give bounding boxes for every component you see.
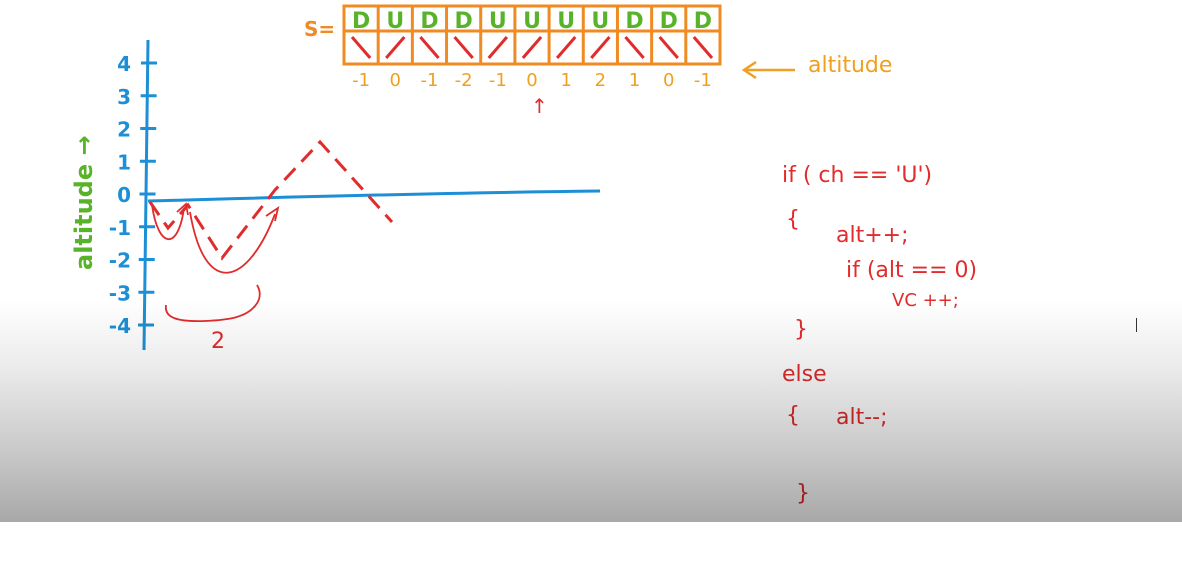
- y-tick-label: -3: [109, 281, 131, 305]
- code-line: if (alt == 0): [846, 258, 977, 283]
- altitude-value: -1: [420, 70, 438, 91]
- slope-mark: [453, 36, 474, 59]
- code-line: VC ++;: [892, 290, 959, 311]
- graph-ylabel: altitude →: [70, 135, 98, 270]
- step-letter: D: [455, 9, 473, 34]
- slope-mark: [350, 36, 372, 59]
- step-letter: U: [523, 9, 541, 34]
- y-tick-label: -2: [109, 249, 131, 273]
- slope-mark: [692, 36, 714, 59]
- index-pointer: ↑: [531, 94, 548, 118]
- step-letter: D: [420, 9, 438, 34]
- valley-arrows: [151, 202, 280, 274]
- slope-mark: [590, 36, 611, 59]
- code-line: }: [794, 317, 808, 342]
- graph-axes: [138, 39, 601, 351]
- slope-mark: [658, 36, 679, 59]
- altitude-value: -1: [352, 70, 370, 91]
- code-block: if ( ch == 'U') { alt++; if (alt == 0) V…: [782, 163, 977, 506]
- slope-mark: [385, 36, 406, 59]
- code-line: }: [796, 481, 810, 506]
- y-tick-label: 3: [117, 85, 131, 109]
- step-letter: D: [352, 9, 370, 34]
- altitude-value: -2: [455, 70, 473, 91]
- step-letter: D: [694, 9, 712, 34]
- y-tick-label: 0: [117, 183, 131, 207]
- slope-mark: [624, 36, 645, 59]
- y-tick-label: 1: [117, 150, 131, 174]
- altitude-annotation: altitude: [808, 53, 892, 78]
- step-letter: U: [489, 9, 507, 34]
- step-array: [342, 4, 722, 66]
- y-tick-label: 4: [117, 52, 131, 76]
- altitude-value: -1: [489, 70, 507, 91]
- altitude-value: 0: [390, 70, 401, 91]
- step-letter: U: [386, 9, 404, 34]
- step-letter: U: [591, 9, 609, 34]
- altitude-value: -1: [694, 70, 712, 91]
- code-line: else: [782, 362, 827, 387]
- code-line: if ( ch == 'U'): [782, 163, 932, 188]
- code-line: {: [786, 403, 800, 428]
- slope-mark: [555, 36, 577, 59]
- altitude-value: 1: [560, 70, 571, 91]
- step-letter: U: [557, 9, 575, 34]
- text-cursor: [1136, 318, 1137, 332]
- altitude-value: 2: [595, 70, 606, 91]
- code-line: alt--;: [836, 405, 888, 430]
- y-tick-label: -1: [109, 216, 131, 240]
- altitude-value: 0: [526, 70, 537, 91]
- valley-brace: [165, 284, 261, 323]
- altitude-value: 1: [629, 70, 640, 91]
- array-border: [342, 4, 722, 66]
- slope-mark: [487, 36, 509, 59]
- code-line: {: [786, 207, 800, 232]
- slope-mark: [419, 36, 440, 59]
- slope-mark: [521, 36, 543, 59]
- valley-count: 2: [211, 329, 225, 354]
- x-axis: [147, 189, 601, 203]
- y-tick-label: -4: [109, 314, 131, 338]
- step-letter: D: [625, 9, 643, 34]
- altitude-arrow: [741, 60, 795, 80]
- altitude-value: 0: [663, 70, 674, 91]
- page-background: [0, 522, 1182, 576]
- altitude-path: [148, 139, 394, 261]
- y-tick-label: 2: [117, 118, 131, 142]
- step-letter: D: [660, 9, 678, 34]
- code-line: alt++;: [836, 223, 909, 248]
- array-label: S=: [304, 17, 335, 41]
